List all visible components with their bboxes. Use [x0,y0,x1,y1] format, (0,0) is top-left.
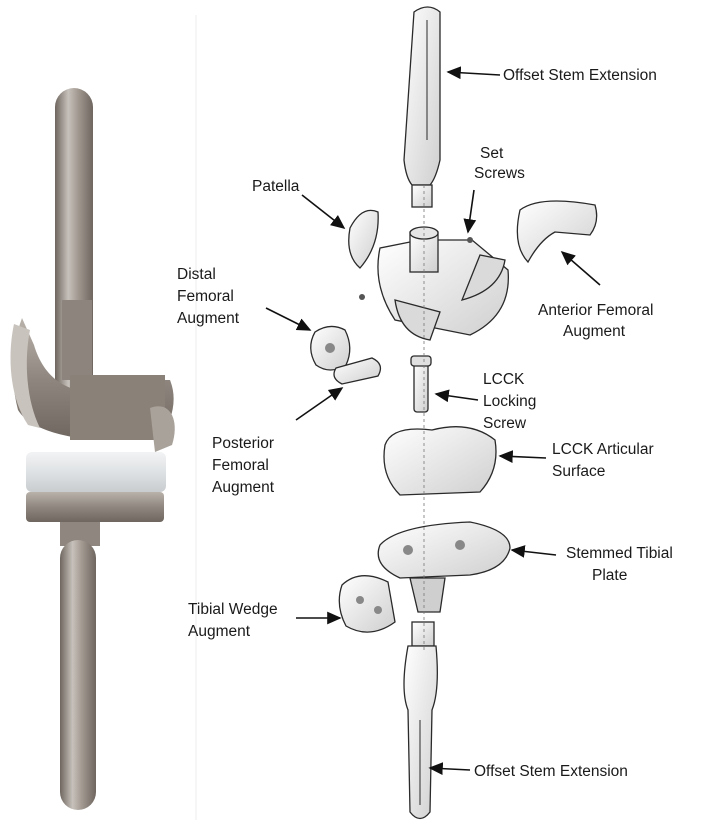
label-tibial-wedge-augment-2: Augment [188,623,251,640]
arrow-distal-femoral-augment [266,308,310,330]
label-tibial-wedge-augment-1: Tibial Wedge [188,601,278,618]
tibial-wedge-augment-part [339,576,395,632]
label-posterior-femoral-augment-1: Posterior [212,435,274,452]
photo-tibial-tray [26,492,164,522]
bottom-offset-stem-part [404,646,437,819]
photo-femoral-box [70,375,165,440]
set-screw-1 [467,237,473,243]
arrow-posterior-femoral-augment [296,388,342,420]
label-lcck-articular-surface-2: Surface [552,463,605,480]
arrow-stemmed-tibial-plate [512,550,556,555]
photo-lower-stem [60,540,96,810]
label-set-screws-1: Set [480,145,504,162]
label-lcck-locking-screw-1: LCCK [483,371,525,388]
photo-poly-insert [26,452,166,492]
arrow-patella [302,195,344,228]
arrow-offset-stem-top [448,72,500,75]
label-offset-stem-top: Offset Stem Extension [503,67,657,84]
label-stemmed-tibial-plate-2: Plate [592,567,627,584]
label-posterior-femoral-augment-2: Femoral [212,457,269,474]
top-stem-collar [412,185,432,207]
wedge-hole-1 [356,596,364,604]
top-offset-stem-part [404,7,440,185]
label-distal-femoral-augment-1: Distal [177,266,216,283]
arrow-lcck-articular-surface [500,456,546,458]
anterior-femoral-augment-part [517,201,596,262]
arrow-anterior-femoral-augment [562,252,600,285]
label-stemmed-tibial-plate-1: Stemmed Tibial [566,545,673,562]
label-lcck-locking-screw-3: Screw [483,415,527,432]
photo-stem-taper [62,300,92,380]
arrow-lcck-locking-screw [436,394,478,400]
assembled-implant-photo [11,88,175,810]
tibial-plate-hole-1 [403,545,413,555]
label-lcck-locking-screw-2: Locking [483,393,536,410]
wedge-hole-2 [374,606,382,614]
set-screw-2 [359,294,365,300]
lcck-locking-screw-part [414,360,428,412]
stemmed-tibial-plate-part [378,522,510,578]
exploded-parts [311,7,597,819]
tibial-plate-hole-2 [455,540,465,550]
lcck-screw-head [411,356,431,366]
tibial-plate-keel [410,578,445,612]
label-lcck-articular-surface-1: LCCK Articular [552,441,654,458]
label-anterior-femoral-augment-2: Augment [563,323,626,340]
bottom-stem-collar [412,622,434,646]
arrow-set-screws [468,190,474,232]
label-anterior-femoral-augment-1: Anterior Femoral [538,302,653,319]
label-set-screws-2: Screws [474,165,525,182]
label-distal-femoral-augment-2: Femoral [177,288,234,305]
label-patella: Patella [252,178,300,195]
label-offset-stem-bottom: Offset Stem Extension [474,763,628,780]
label-distal-femoral-augment-3: Augment [177,310,240,327]
arrow-offset-stem-bottom [430,768,470,770]
distal-augment-hole [325,343,335,353]
label-posterior-femoral-augment-3: Augment [212,479,275,496]
lcck-articular-surface-part [384,427,496,495]
patella-part [349,210,378,268]
